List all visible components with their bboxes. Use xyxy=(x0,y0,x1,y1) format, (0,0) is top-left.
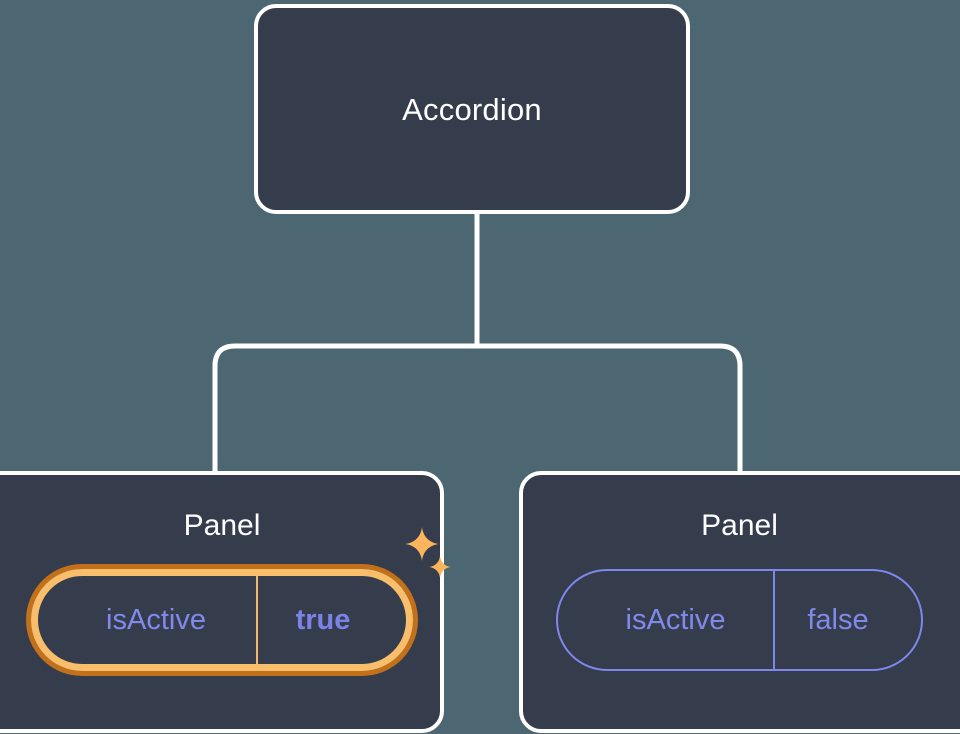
sparkle-group xyxy=(405,527,465,597)
node-panel-inactive-label: Panel xyxy=(701,509,778,542)
panel-active-content: Panel isActive true xyxy=(0,509,451,671)
node-panel-active-label: Panel xyxy=(183,509,261,542)
prop-pill-active-wrap: isActive true xyxy=(31,527,451,671)
prop-key: isActive xyxy=(106,603,206,636)
edge-bus-to-children xyxy=(212,343,743,471)
prop-value: false xyxy=(773,571,921,669)
node-accordion[interactable]: Accordion xyxy=(254,4,690,214)
node-accordion-label: Accordion xyxy=(402,91,542,127)
panel-inactive-content: Panel isActive false xyxy=(523,511,960,671)
prop-pill-isactive-false[interactable]: isActive false xyxy=(556,569,923,671)
prop-key: isActive xyxy=(625,603,726,636)
sparkle-icon xyxy=(405,527,439,561)
sparkle-icon xyxy=(429,556,451,578)
prop-pill-isactive-true[interactable]: isActive true xyxy=(31,569,413,671)
prop-value: true xyxy=(256,576,406,664)
node-panel-inactive[interactable]: Panel isActive false xyxy=(519,471,960,733)
node-panel-active[interactable]: Panel isActive true xyxy=(0,471,451,733)
prop-pill-inactive-wrap: isActive false xyxy=(556,569,923,671)
